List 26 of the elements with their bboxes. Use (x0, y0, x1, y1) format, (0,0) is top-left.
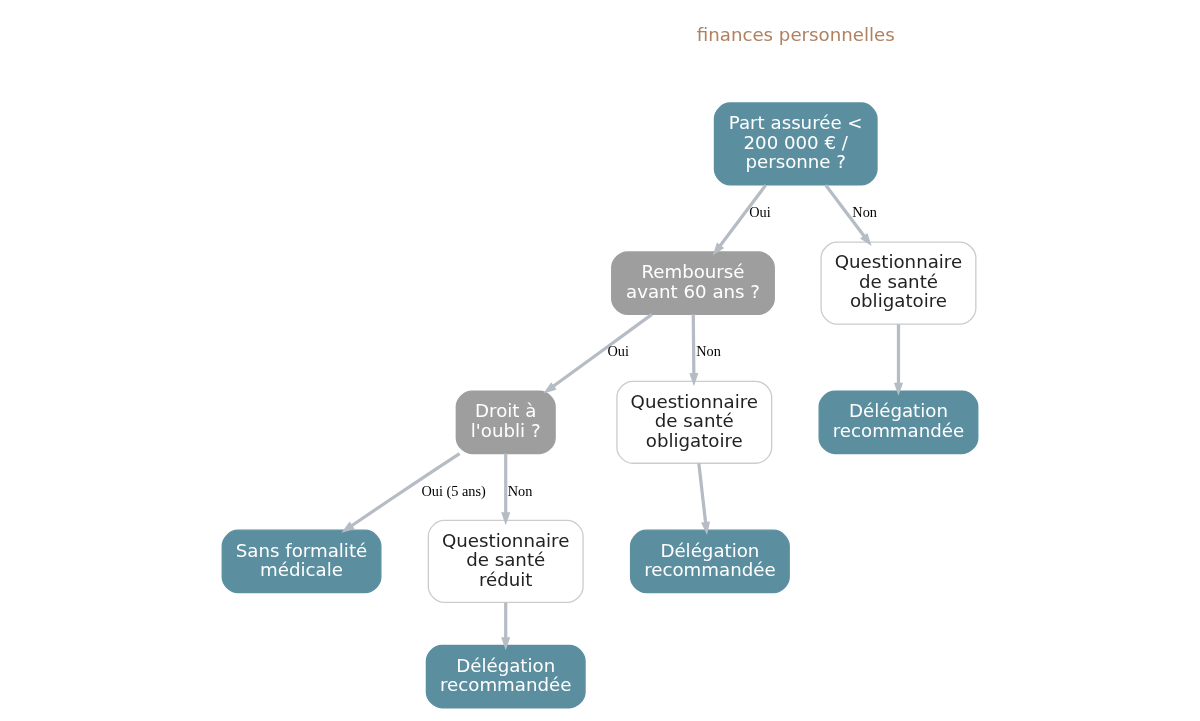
node-box: Délégation recommandée (818, 390, 979, 455)
edge-label: Oui (607, 343, 629, 360)
node-box: Délégation recommandée (629, 529, 790, 594)
arrow (341, 452, 461, 533)
node-box: Questionnaire de santé réduit (427, 519, 584, 604)
arrow (697, 463, 711, 535)
arrow (543, 313, 653, 394)
node-box: Remboursé avant 60 ans ? (611, 251, 775, 315)
arrow (501, 602, 511, 651)
arrow (824, 184, 872, 247)
node-box: Part assurée < 200 000 € / personne ? (713, 102, 878, 186)
node-box: Questionnaire de santé obligatoire (820, 241, 977, 325)
node-box: Délégation recommandée (425, 644, 586, 709)
label: finances personnelles (696, 24, 895, 46)
edge-label: Non (507, 482, 533, 499)
node-box: Sans formalité médicale (221, 529, 382, 594)
edge-label: Oui (5 ans) (421, 482, 486, 499)
arrow (501, 453, 511, 526)
node-box: Questionnaire de santé obligatoire (616, 380, 773, 464)
edge-label: Non (696, 343, 721, 360)
arrow (893, 324, 904, 396)
arrow (689, 314, 699, 387)
edge-label: Oui (749, 204, 771, 221)
arrow (712, 184, 768, 256)
node-box: Droit à l'oubli ? (455, 390, 556, 455)
edge-label: Non (852, 204, 877, 221)
